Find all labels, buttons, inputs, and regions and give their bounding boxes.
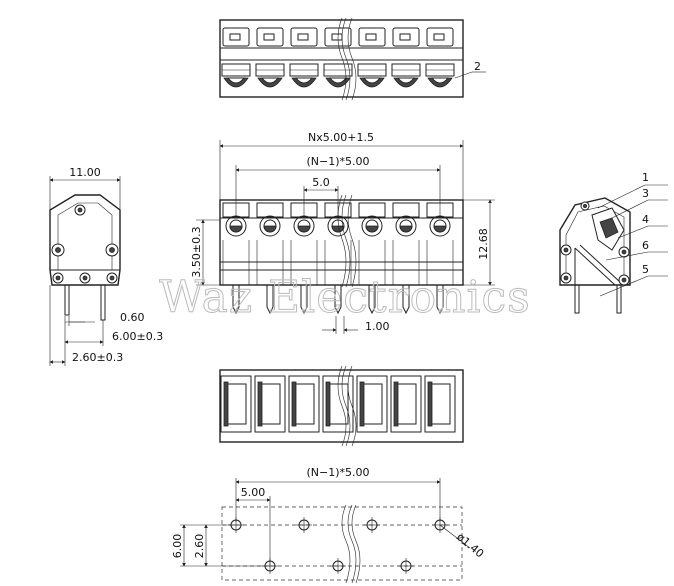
dim-overall-width: Nx5.00+1.5 <box>308 131 374 144</box>
front-terminal <box>426 202 454 315</box>
dim-pin-height: 3.50±0.3 <box>190 226 203 277</box>
dim-pcb-pitch: 5.00 <box>241 486 266 499</box>
front-view <box>219 194 464 315</box>
dim-pin-spacing: 6.00±0.3 <box>112 330 163 343</box>
bottom-cavity <box>390 375 422 433</box>
dim-pin-thickness: 0.60 <box>120 311 145 324</box>
bottom-cavity <box>220 375 252 433</box>
dim-pin-offset: 2.60±0.3 <box>72 351 123 364</box>
dim-pcb-row-offset: 2.60 <box>193 534 206 559</box>
pcb-hole <box>330 558 346 574</box>
left-dimensions <box>49 176 121 366</box>
front-terminal <box>358 202 386 315</box>
dim-height: 12.68 <box>477 228 490 260</box>
top-terminal <box>357 27 387 88</box>
bottom-cavity <box>322 375 354 433</box>
dim-pcb-pitch-span: (N−1)*5.00 <box>306 466 369 479</box>
pcb-hole <box>296 517 312 533</box>
top-view <box>219 17 486 101</box>
pcb-layout <box>180 478 471 584</box>
callout-top-2: 2 <box>474 60 481 73</box>
bottom-cavity <box>424 375 456 433</box>
dim-pitch: 5.0 <box>312 176 330 189</box>
pcb-hole <box>398 558 414 574</box>
right-side-view <box>559 184 668 314</box>
front-terminal <box>392 202 420 315</box>
callout-6: 6 <box>642 239 649 252</box>
dim-side-width: 11.00 <box>69 166 101 179</box>
top-terminal <box>425 27 455 88</box>
bottom-cavity <box>356 375 388 433</box>
dim-hole-diameter: ø1.40 <box>454 530 486 560</box>
front-dimensions <box>196 140 495 334</box>
top-terminal <box>289 27 319 88</box>
front-terminal <box>290 202 318 315</box>
top-terminal <box>255 27 285 88</box>
bottom-view <box>219 365 464 447</box>
left-side-view <box>49 194 121 321</box>
callout-4: 4 <box>642 213 649 226</box>
dim-pitch-span: (N−1)*5.00 <box>306 155 369 168</box>
dim-pcb-row-height: 6.00 <box>171 534 184 559</box>
bottom-cavity <box>254 375 286 433</box>
labels: Nx5.00+1.5 (N−1)*5.00 5.0 12.68 3.50±0.3… <box>69 60 649 560</box>
callout-3: 3 <box>642 187 649 200</box>
bottom-cavity <box>288 375 320 433</box>
watermark: Waz Electronics <box>159 272 531 323</box>
callout-1: 1 <box>642 171 649 184</box>
front-terminal <box>256 202 284 315</box>
top-terminal <box>221 27 251 88</box>
callout-5: 5 <box>642 263 649 276</box>
top-terminal <box>391 27 421 88</box>
dim-pin-width: 1.00 <box>365 320 390 333</box>
pcb-hole <box>364 517 380 533</box>
